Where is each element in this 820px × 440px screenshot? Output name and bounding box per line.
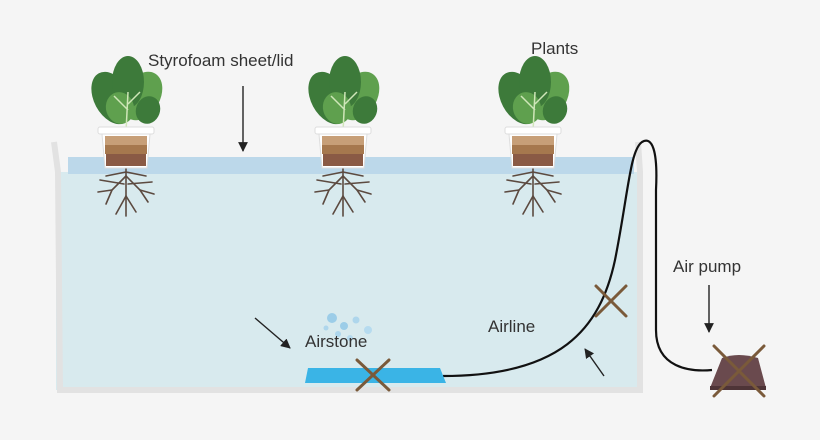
label-air-pump: Air pump (673, 257, 742, 276)
label-styrofoam-lid: Styrofoam sheet/lid (148, 51, 294, 70)
airstone-arrow (254, 317, 291, 349)
water (56, 172, 640, 390)
plants-group (91, 56, 570, 217)
plant-icon (308, 56, 380, 217)
plant-icon (91, 56, 163, 217)
cross-mark-icon (355, 358, 391, 392)
airline-tube (442, 139, 713, 378)
label-airline: Airline (488, 317, 536, 336)
cross-mark-icon (594, 284, 628, 318)
tank (51, 141, 643, 393)
plant-icon (498, 56, 570, 217)
cross-mark-icon (712, 344, 766, 398)
tank-walls (51, 141, 643, 393)
airline-arrow (584, 348, 605, 377)
label-airstone: Airstone (305, 332, 368, 351)
label-plants: Plants (531, 39, 579, 58)
